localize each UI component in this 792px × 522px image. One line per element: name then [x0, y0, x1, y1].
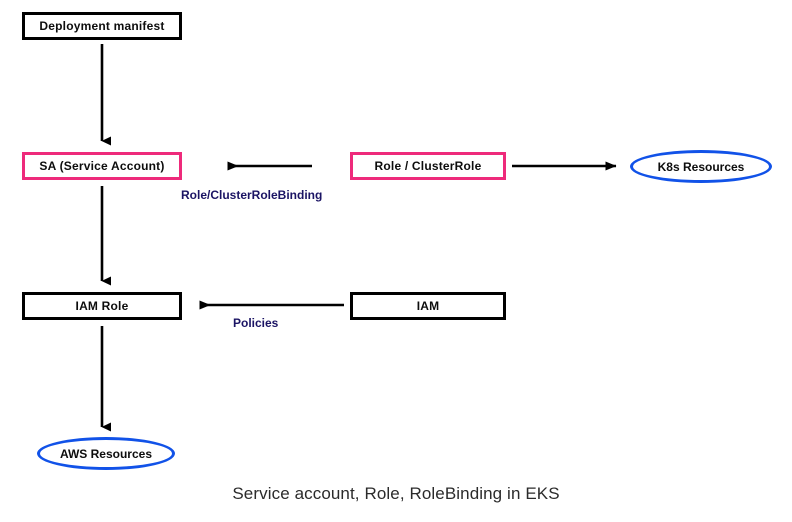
node-service-account-label: SA (Service Account): [39, 159, 165, 173]
node-k8s-resources-label: K8s Resources: [657, 159, 745, 174]
diagram-caption: Service account, Role, RoleBinding in EK…: [232, 484, 560, 503]
node-role-clusterrole[interactable]: Role / ClusterRole: [350, 152, 506, 180]
node-iam-role-label: IAM Role: [75, 299, 129, 313]
node-role-clusterrole-label: Role / ClusterRole: [374, 159, 482, 173]
node-iam-role[interactable]: IAM Role: [22, 292, 182, 320]
edge-label-role-clusterrolebinding: Role/ClusterRoleBinding: [181, 188, 323, 202]
node-iam-label: IAM: [416, 299, 440, 313]
node-deployment-manifest[interactable]: Deployment manifest: [22, 12, 182, 40]
node-aws-resources[interactable]: AWS Resources: [37, 437, 175, 470]
node-k8s-resources[interactable]: K8s Resources: [630, 150, 772, 183]
edge-label-policies: Policies: [233, 316, 279, 330]
node-iam[interactable]: IAM: [350, 292, 506, 320]
node-deployment-manifest-label: Deployment manifest: [39, 19, 165, 33]
node-service-account[interactable]: SA (Service Account): [22, 152, 182, 180]
node-aws-resources-label: AWS Resources: [59, 446, 153, 461]
